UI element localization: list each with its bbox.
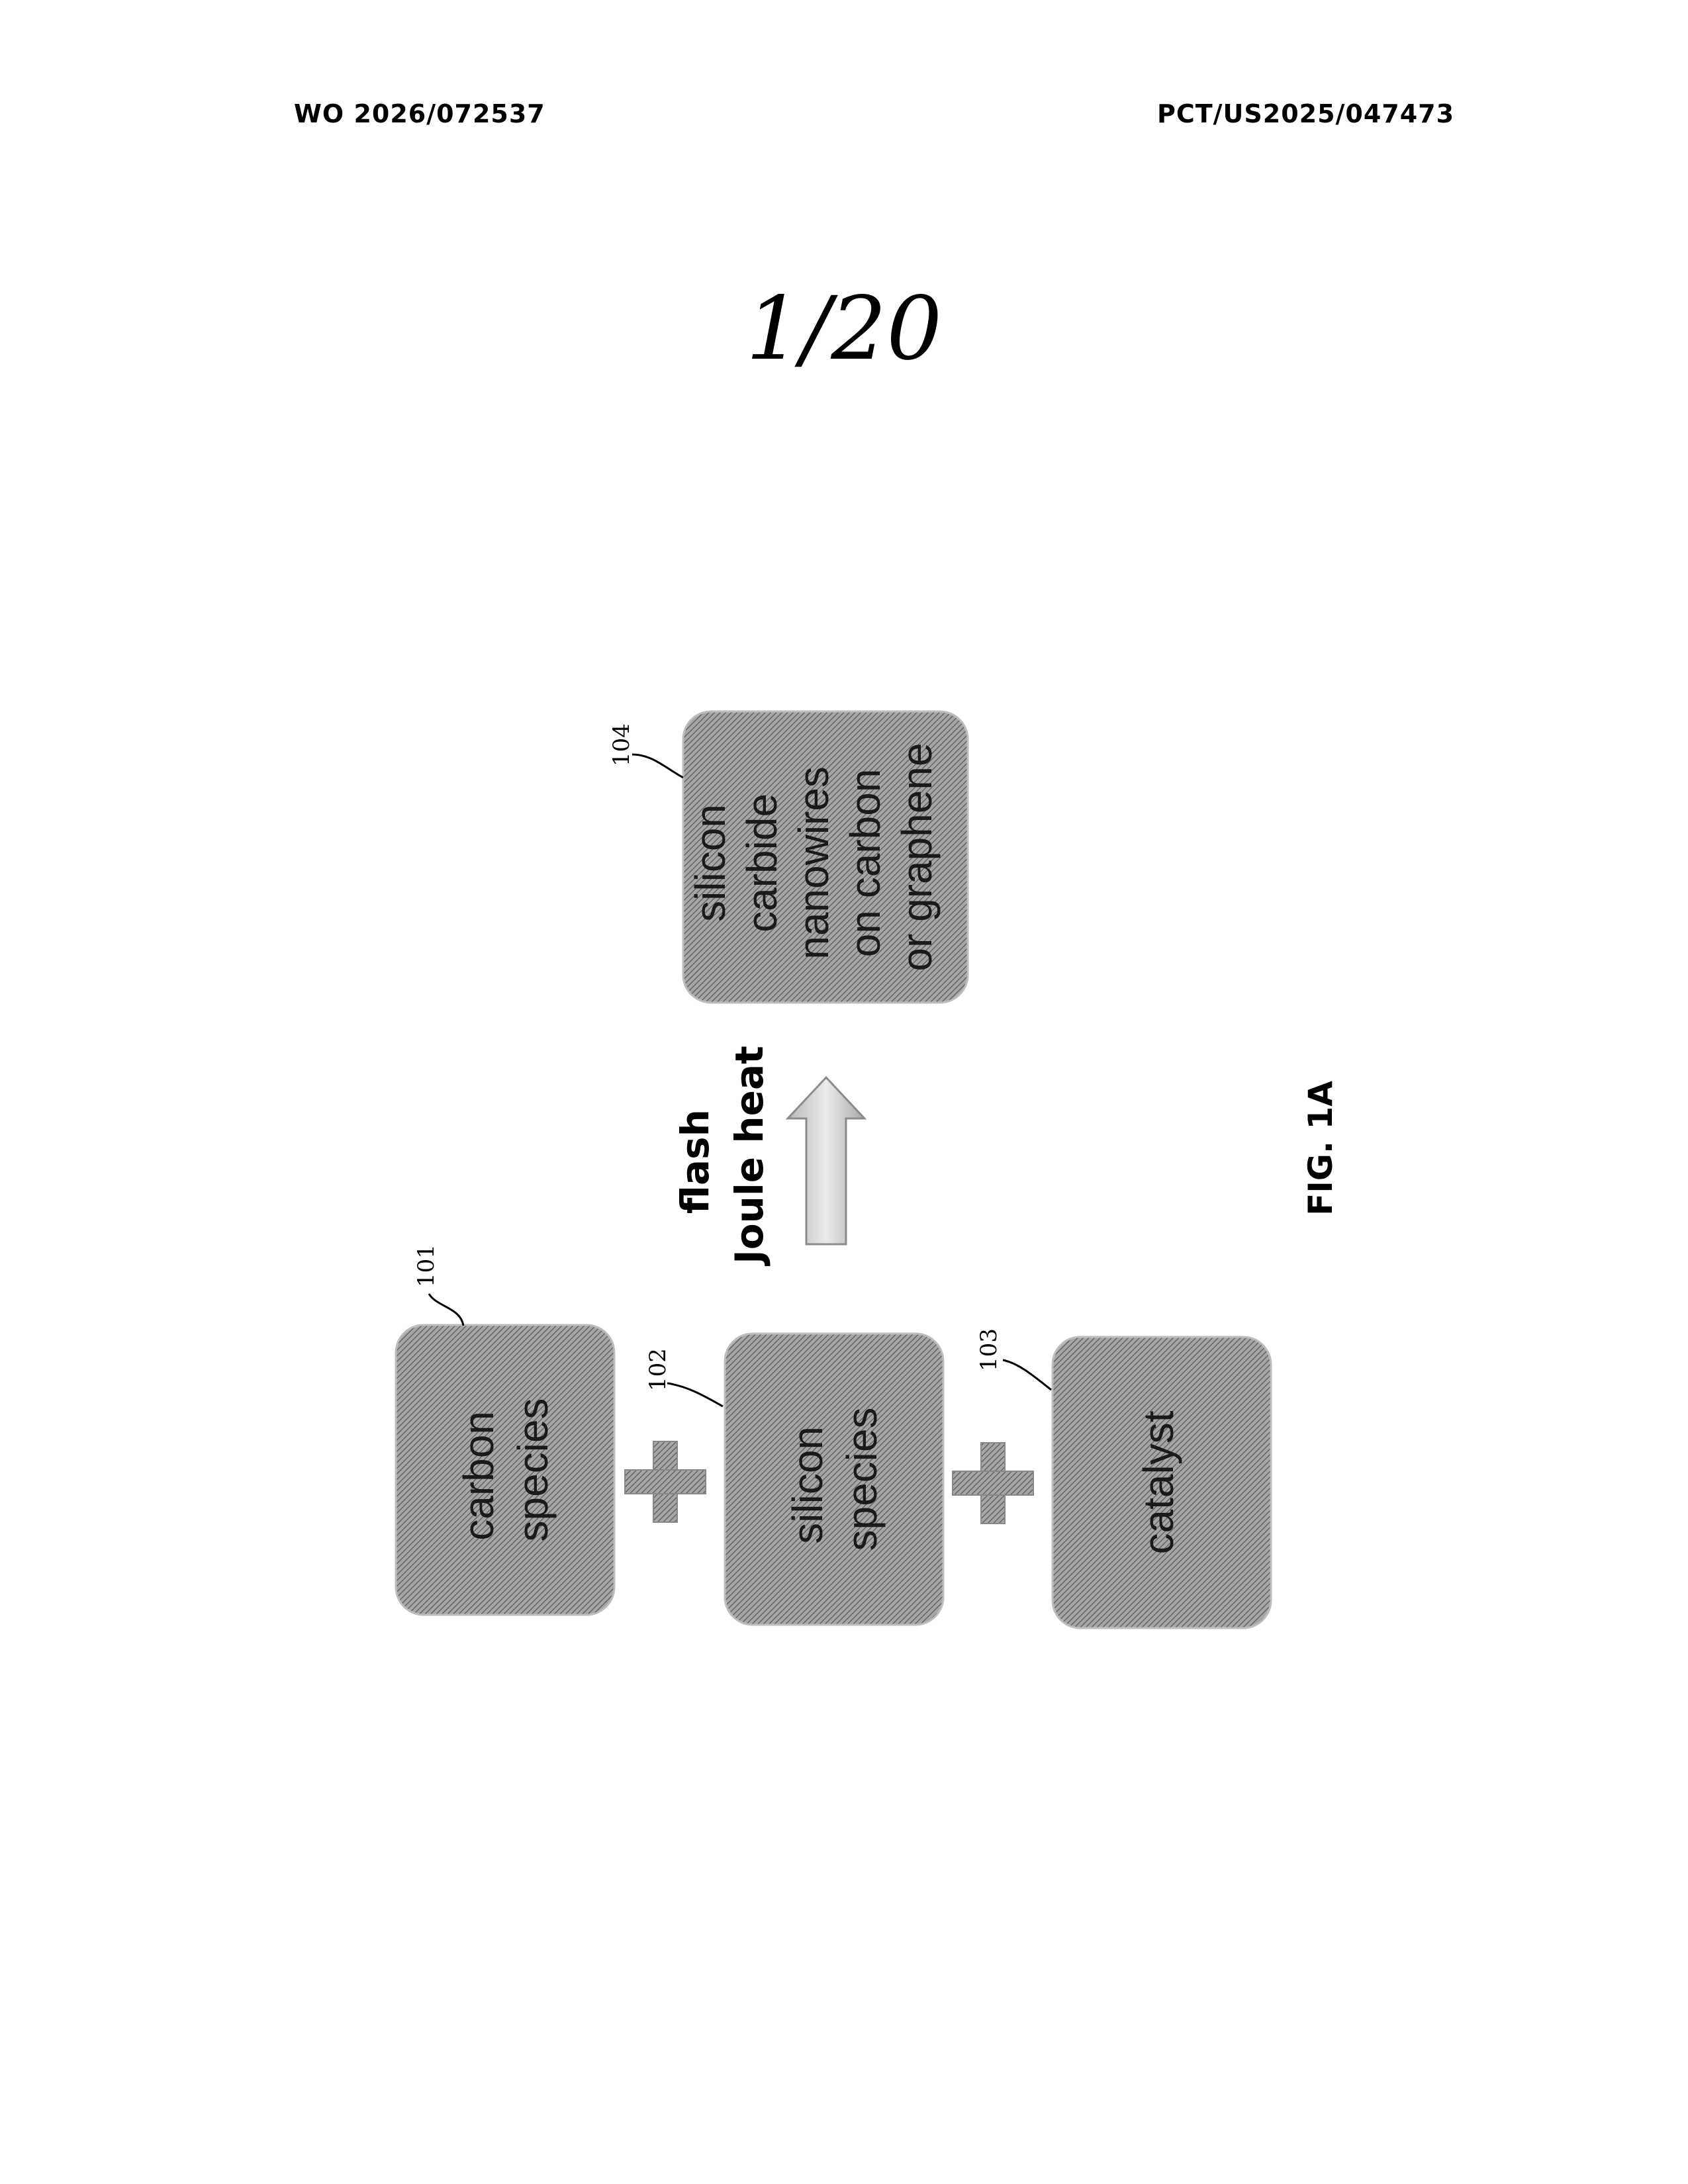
svg-text:flash Joule heat: flash Joule heat <box>673 1046 772 1267</box>
process-label-line-1: flash <box>673 1109 718 1214</box>
ref-numeral-104: 104 <box>608 723 635 766</box>
leader-line-104 <box>632 754 683 778</box>
box-silicon-species: silicon species <box>725 1334 943 1625</box>
box-silicon-carbide-nanowires: silicon carbide nanowires on carbon or g… <box>683 711 968 1003</box>
box-103-line-1: catalyst <box>1135 1410 1182 1554</box>
process-label-line-2: Joule heat <box>727 1046 772 1267</box>
box-102-line-1: silicon <box>784 1426 831 1544</box>
box-104-line-3: nanowires <box>790 766 837 960</box>
box-102-line-2: species <box>838 1408 886 1551</box>
box-catalyst: catalyst <box>1053 1337 1271 1628</box>
up-arrow-icon <box>788 1077 865 1244</box>
box-101-line-2: species <box>509 1398 557 1542</box>
leader-line-101 <box>429 1294 463 1326</box>
ref-numeral-103: 103 <box>976 1328 1002 1371</box>
box-104-line-1: silicon <box>686 804 734 922</box>
box-104-line-5: or graphene <box>893 743 941 971</box>
leader-line-103 <box>1003 1360 1051 1390</box>
leader-line-102 <box>667 1383 723 1406</box>
box-104-line-4: on carbon <box>841 769 889 958</box>
ref-numeral-102: 102 <box>645 1348 671 1391</box>
plus-icon <box>625 1441 706 1522</box>
box-104-line-2: carbide <box>738 794 786 933</box>
plus-icon <box>953 1443 1033 1524</box>
box-101-line-1: carbon <box>455 1411 502 1541</box>
box-carbon-species: carbon species <box>396 1325 614 1615</box>
ref-numeral-101: 101 <box>413 1244 440 1287</box>
